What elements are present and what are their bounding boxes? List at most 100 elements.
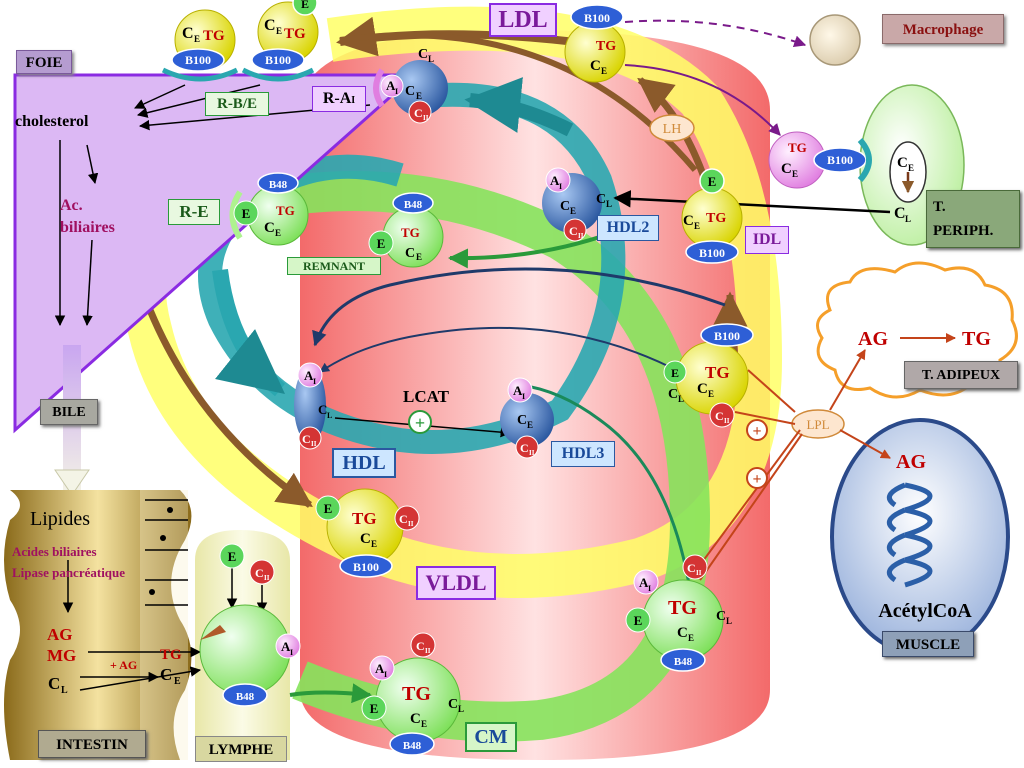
svg-text:TG: TG	[788, 140, 807, 155]
svg-text:C: C	[302, 432, 311, 446]
hdl-nascent-particle	[294, 362, 326, 450]
svg-text:E: E	[688, 633, 694, 643]
receptor-ai-text: R-A	[322, 90, 352, 107]
t-periph-label: T. PERIPH.	[926, 190, 1020, 248]
ldl-to-periph-arrow	[624, 64, 781, 136]
svg-text:A: A	[513, 383, 523, 398]
svg-text:II: II	[425, 647, 431, 655]
svg-text:C: C	[560, 199, 570, 214]
svg-text:C: C	[414, 106, 423, 120]
svg-text:B48: B48	[674, 656, 693, 668]
svg-text:C: C	[668, 387, 678, 402]
svg-text:E: E	[792, 169, 798, 179]
svg-text:C: C	[255, 566, 264, 580]
svg-text:E: E	[570, 206, 576, 216]
hdl3-particle	[500, 377, 554, 459]
intestine-region	[4, 490, 192, 760]
svg-text:+: +	[415, 413, 425, 433]
bile-arrow-head	[54, 469, 90, 496]
svg-text:C: C	[182, 25, 194, 42]
liver-to-vldl-arrow	[146, 308, 313, 508]
macrophage-label: Macrophage	[882, 14, 1004, 44]
svg-text:C: C	[697, 381, 708, 397]
svg-text:TG: TG	[668, 597, 697, 619]
svg-text:TG: TG	[705, 363, 730, 382]
svg-text:B100: B100	[353, 560, 379, 574]
svg-text:II: II	[724, 417, 730, 425]
macrophage-cell	[809, 14, 861, 66]
hdl2-label: HDL2	[597, 215, 659, 241]
svg-text:E: E	[527, 420, 533, 430]
svg-text:B48: B48	[269, 179, 288, 191]
svg-text:C: C	[264, 220, 275, 236]
ldl-particle	[564, 4, 626, 83]
svg-text:E: E	[377, 236, 386, 251]
svg-text:TG: TG	[596, 39, 616, 54]
vldl-particle-right	[663, 323, 754, 428]
svg-text:TG: TG	[160, 647, 182, 663]
vldl-particle-bottom	[315, 488, 420, 578]
svg-text:C: C	[596, 192, 606, 207]
b100-label: B100	[584, 11, 610, 25]
svg-text:C: C	[715, 409, 724, 423]
hdl-label: HDL	[332, 448, 396, 478]
svg-text:C: C	[781, 161, 792, 177]
svg-text:B100: B100	[185, 53, 211, 67]
svg-text:C: C	[405, 246, 415, 261]
intestine-lumen	[140, 490, 188, 760]
svg-text:C: C	[677, 625, 688, 641]
svg-text:C: C	[160, 665, 172, 684]
vldl-idl-ldl-band	[121, 6, 783, 598]
svg-text:AG: AG	[47, 625, 73, 644]
lpl-activation-plus-1	[746, 419, 768, 441]
svg-text:A: A	[639, 575, 649, 590]
svg-text:E: E	[242, 206, 251, 221]
svg-text:E: E	[416, 91, 422, 101]
svg-text:L: L	[458, 704, 464, 714]
remnant-particle	[368, 192, 444, 268]
svg-text:E: E	[301, 0, 309, 11]
foie-label: FOIE	[16, 50, 72, 74]
idl-particle	[681, 168, 743, 264]
svg-text:TG: TG	[401, 225, 420, 240]
svg-text:TG: TG	[203, 28, 225, 44]
svg-text:TG: TG	[276, 203, 295, 218]
t-adipeux-label: T. ADIPEUX	[904, 361, 1018, 389]
svg-text:TG: TG	[402, 683, 431, 705]
svg-text:C: C	[318, 402, 327, 417]
svg-text:TG: TG	[284, 26, 306, 42]
liver-bound-particle-2	[241, 0, 319, 82]
svg-text:C: C	[264, 17, 276, 34]
cholesterol-efflux-arrow	[613, 190, 891, 214]
svg-text:I: I	[522, 392, 525, 401]
svg-text:E: E	[708, 389, 714, 399]
lymphe-label: LYMPHE	[195, 736, 287, 762]
svg-text:AG: AG	[896, 451, 926, 473]
svg-text:B100: B100	[699, 246, 725, 260]
intestin-label: INTESTIN	[38, 730, 146, 758]
svg-text:E: E	[634, 613, 643, 628]
remnant-bound-particle	[229, 172, 309, 246]
svg-text:L: L	[428, 54, 434, 64]
svg-text:I: I	[290, 648, 293, 657]
svg-text:E: E	[671, 366, 679, 380]
svg-text:E: E	[370, 701, 379, 716]
svg-text:B48: B48	[404, 199, 423, 211]
svg-text:A: A	[375, 661, 385, 676]
svg-text:C: C	[448, 697, 458, 712]
svg-text:E: E	[276, 26, 282, 36]
svg-text:B48: B48	[236, 691, 255, 703]
ldl-label: LDL	[489, 3, 557, 37]
svg-text:Ac.: Ac.	[60, 197, 83, 214]
svg-text:E: E	[174, 676, 181, 687]
svg-text:E: E	[421, 719, 427, 729]
svg-text:II: II	[696, 569, 702, 577]
lpl-label: LPL	[806, 417, 829, 432]
svg-text:E: E	[324, 501, 333, 516]
vldl-label: VLDL	[416, 566, 496, 600]
svg-text:C: C	[683, 213, 694, 229]
t-periph-line2: PERIPH.	[933, 223, 994, 239]
svg-text:II: II	[423, 114, 429, 122]
bile-label: BILE	[40, 399, 98, 425]
